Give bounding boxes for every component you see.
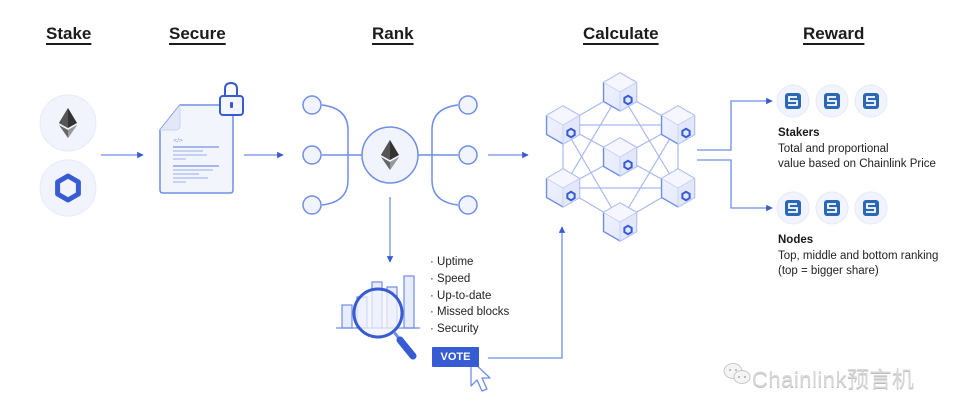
oracle-node-cube bbox=[545, 168, 581, 208]
oracle-node-cube bbox=[660, 105, 696, 145]
oracle-node-cube bbox=[602, 202, 638, 242]
heading-reward: Reward bbox=[803, 24, 865, 43]
oracle-node-cube bbox=[545, 105, 581, 145]
arrow-to-nodes bbox=[697, 159, 773, 212]
chainlink-icon bbox=[681, 127, 691, 139]
node-reward-icon bbox=[815, 191, 849, 225]
chainlink-icon bbox=[623, 94, 633, 106]
chainlink-icon bbox=[623, 159, 633, 171]
chainlink-token bbox=[39, 159, 97, 217]
oracle-node-cube bbox=[602, 72, 638, 112]
chainlink-icon bbox=[55, 173, 81, 203]
metric-security: · Security bbox=[430, 323, 479, 335]
code-tag: </> bbox=[173, 138, 183, 144]
ethereum-token bbox=[39, 94, 97, 152]
ethereum-icon-rank bbox=[381, 140, 399, 170]
nodes-desc-line2: (top = bigger share) bbox=[778, 265, 879, 277]
cursor-icon bbox=[470, 359, 491, 392]
chainlink-icon bbox=[566, 127, 576, 139]
watermark: Chainlink预言机 bbox=[752, 367, 915, 392]
rank-node-graph bbox=[302, 95, 478, 215]
chainlink-icon bbox=[623, 224, 633, 236]
arrow-vote-to-calculate bbox=[488, 226, 566, 359]
staker-reward-icon bbox=[854, 84, 888, 118]
nodes-title: Nodes bbox=[778, 234, 814, 246]
staker-reward-icon bbox=[815, 84, 849, 118]
stakers-title: Stakers bbox=[778, 127, 820, 139]
oracle-node-cube bbox=[602, 137, 638, 177]
arrow-to-stakers bbox=[697, 97, 773, 151]
node-reward-icon bbox=[776, 191, 810, 225]
heading-secure: Secure bbox=[169, 24, 226, 43]
heading-stake: Stake bbox=[46, 24, 92, 43]
metric-speed: · Speed bbox=[430, 273, 471, 285]
vote-button[interactable]: VOTE bbox=[432, 347, 479, 367]
stakers-desc-line1: Total and proportional bbox=[778, 143, 889, 155]
magnifier-chart-icon bbox=[336, 275, 420, 360]
stakers-desc-line2: value based on Chainlink Price bbox=[778, 158, 936, 170]
metric-uptime: · Uptime bbox=[430, 256, 474, 268]
smart-contract-document: </> bbox=[159, 104, 234, 194]
lock-icon bbox=[219, 81, 244, 116]
nodes-desc-line1: Top, middle and bottom ranking bbox=[778, 250, 939, 262]
chainlink-icon bbox=[681, 190, 691, 202]
oracle-node-cube bbox=[660, 168, 696, 208]
staker-reward-icon bbox=[776, 84, 810, 118]
heading-rank: Rank bbox=[372, 24, 414, 43]
metric-missed-blocks: · Missed blocks bbox=[430, 306, 510, 318]
heading-calculate: Calculate bbox=[583, 24, 659, 43]
node-reward-icon bbox=[854, 191, 888, 225]
ethereum-icon bbox=[59, 108, 77, 138]
metric-up-to-date: · Up-to-date bbox=[430, 290, 492, 302]
chainlink-icon bbox=[566, 190, 576, 202]
wechat-icon bbox=[723, 363, 751, 384]
